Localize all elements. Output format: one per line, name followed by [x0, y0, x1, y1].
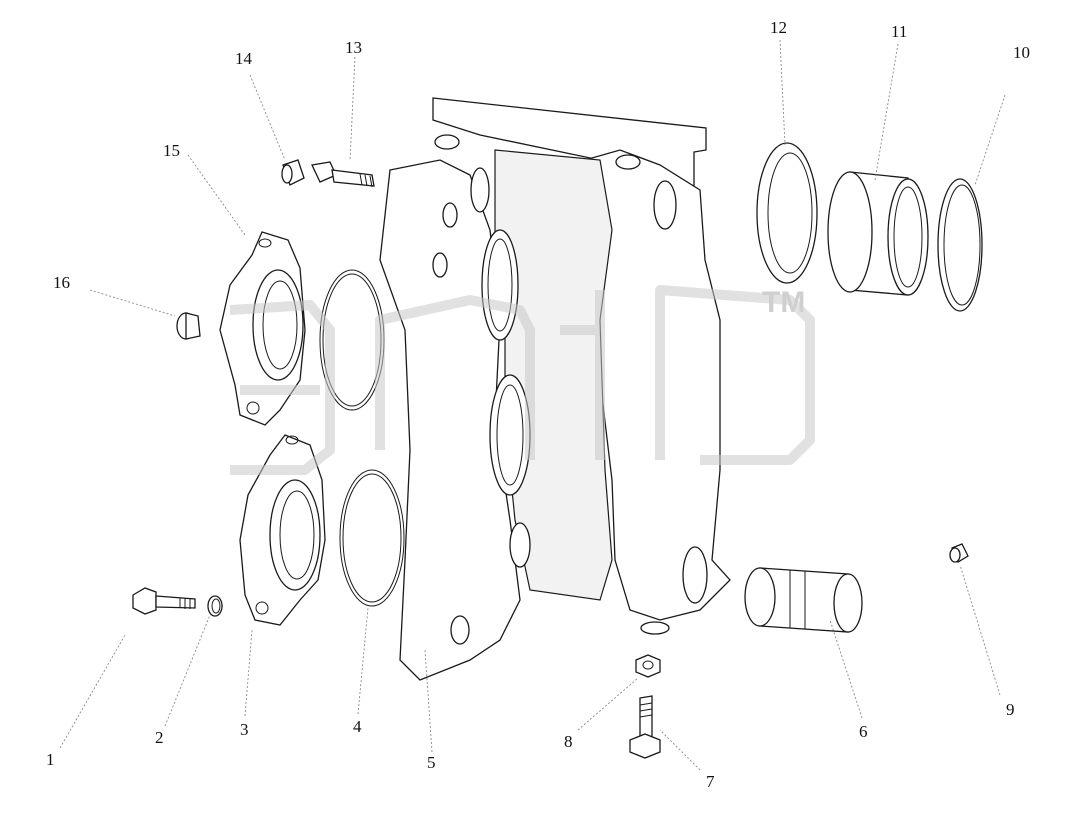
- part-16-plug: [176, 312, 201, 340]
- label-part-2: 2: [155, 728, 164, 747]
- part-labels: 1 2 3 4 5 6 7 8 9 10 11 12 13 14 15 16: [46, 18, 1030, 791]
- part-13-bleeder-screw: [311, 161, 375, 188]
- label-part-12: 12: [770, 18, 787, 37]
- part-7-bolt: [629, 695, 661, 759]
- part-2-washer: [207, 595, 223, 617]
- part-14-cap: [281, 159, 305, 186]
- label-part-16: 16: [53, 273, 70, 292]
- part-12-seal: [756, 142, 818, 284]
- watermark-logo: TM: [229, 285, 815, 475]
- part-15-upper-cover: [219, 231, 306, 426]
- label-part-9: 9: [1006, 700, 1015, 719]
- part-9-pin: [949, 543, 969, 563]
- label-part-7: 7: [706, 772, 715, 791]
- label-part-3: 3: [240, 720, 249, 739]
- label-part-4: 4: [353, 717, 362, 736]
- part-10-ring: [937, 178, 983, 312]
- part-11-piston: [827, 171, 929, 296]
- label-part-8: 8: [564, 732, 573, 751]
- part-5-caliper-housing: [379, 97, 731, 681]
- label-part-13: 13: [345, 38, 362, 57]
- part-6-guide-pin: [744, 567, 863, 633]
- label-part-5: 5: [427, 753, 436, 772]
- leader-lines: [59, 39, 1006, 771]
- part-3-lower-cover: [239, 434, 326, 626]
- part-8-nut: [635, 654, 661, 678]
- watermark-trademark: TM: [762, 286, 805, 319]
- label-part-6: 6: [859, 722, 868, 741]
- part-1-bolt: [132, 587, 196, 615]
- label-part-10: 10: [1013, 43, 1030, 62]
- label-part-15: 15: [163, 141, 180, 160]
- label-part-1: 1: [46, 750, 55, 769]
- label-part-14: 14: [235, 49, 253, 68]
- label-part-11: 11: [891, 22, 907, 41]
